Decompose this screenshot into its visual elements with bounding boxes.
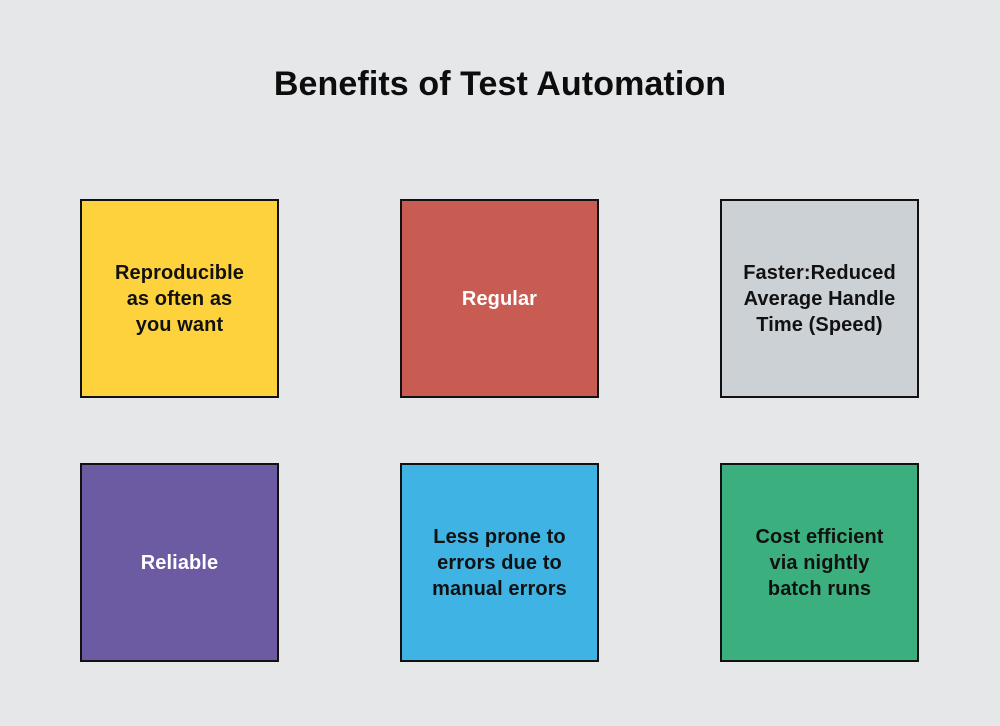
- page-title: Benefits of Test Automation: [273, 65, 727, 103]
- benefit-card-cost-efficient[interactable]: Cost efficient via nightly batch runs: [720, 463, 919, 662]
- benefit-card-label: Less prone to errors due to manual error…: [432, 525, 567, 600]
- benefit-card-label: Cost efficient via nightly batch runs: [755, 525, 884, 600]
- benefit-card-label: Regular: [461, 287, 538, 310]
- benefit-card-less-prone-to-errors[interactable]: Less prone to errors due to manual error…: [400, 463, 599, 662]
- benefit-card-reliable[interactable]: Reliable: [80, 463, 279, 662]
- benefit-card-faster[interactable]: Faster:Reduced Average Handle Time (Spee…: [720, 199, 919, 398]
- benefit-card-regular[interactable]: Regular: [400, 199, 599, 398]
- benefit-card-label: Reliable: [140, 551, 219, 574]
- benefit-card-grid: Reproducible as often as you want Regula…: [80, 199, 920, 662]
- benefit-card-reproducible[interactable]: Reproducible as often as you want: [80, 199, 279, 398]
- benefit-card-label: Reproducible as often as you want: [115, 261, 244, 336]
- benefit-card-label: Faster:Reduced Average Handle Time (Spee…: [743, 261, 896, 336]
